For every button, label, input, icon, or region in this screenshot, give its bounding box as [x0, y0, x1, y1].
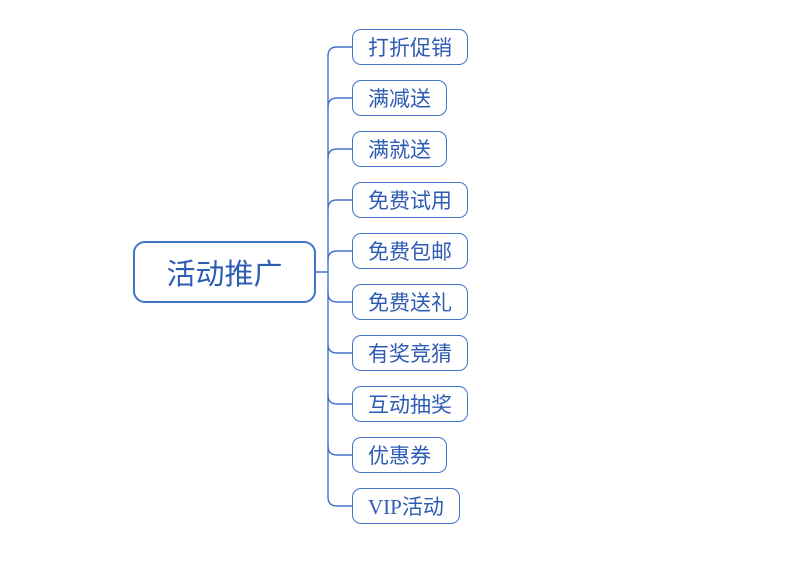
connector-path: [327, 496, 353, 507]
child-node-2[interactable]: 满减送: [352, 80, 447, 116]
child-node-9[interactable]: 优惠券: [352, 437, 447, 473]
connector-path: [327, 292, 353, 303]
child-node-7[interactable]: 有奖竞猜: [352, 335, 468, 371]
child-node-5[interactable]: 免费包邮: [352, 233, 468, 269]
child-node-8[interactable]: 互动抽奖: [352, 386, 468, 422]
child-node-10[interactable]: VIP活动: [352, 488, 460, 524]
connector-path: [327, 199, 353, 210]
child-node-1[interactable]: 打折促销: [352, 29, 468, 65]
connector-path: [327, 343, 353, 354]
root-node[interactable]: 活动推广: [133, 241, 316, 303]
child-node-3[interactable]: 满就送: [352, 131, 447, 167]
connector-path: [327, 148, 353, 159]
child-node-6[interactable]: 免费送礼: [352, 284, 468, 320]
connector-path: [327, 97, 353, 108]
child-node-4[interactable]: 免费试用: [352, 182, 468, 218]
connector-path: [327, 445, 353, 456]
connector-path: [327, 250, 353, 261]
connector-path: [327, 394, 353, 405]
connector-path: [327, 46, 353, 57]
